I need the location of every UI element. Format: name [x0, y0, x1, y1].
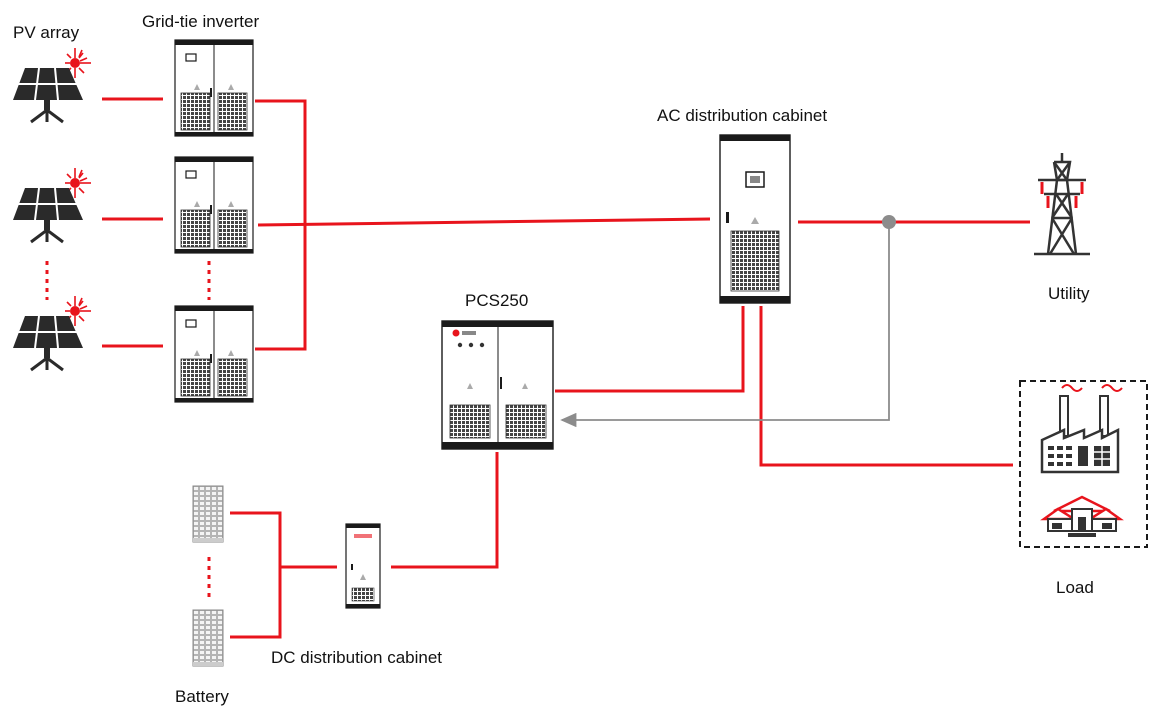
grid-tie-inverter-label: Grid-tie inverter: [142, 12, 260, 31]
inverter-cabinet-icon: [174, 39, 254, 137]
solar-panel-icon: [11, 46, 93, 124]
dc-distribution-cabinet-label: DC distribution cabinet: [271, 648, 443, 667]
ac-distribution-cabinet-label: AC distribution cabinet: [657, 106, 828, 125]
signal-line: [560, 222, 890, 428]
battery-rack-icon: [192, 485, 224, 543]
battery-rack-icon: [192, 609, 224, 667]
load-box: [1019, 380, 1148, 548]
battery-label: Battery: [175, 687, 229, 706]
utility-label: Utility: [1048, 284, 1090, 303]
power-lines: [102, 97, 1030, 639]
inverter-cabinet-icon: [174, 156, 254, 254]
factory-icon: [1040, 384, 1123, 474]
transmission-tower-icon: [1034, 153, 1090, 256]
inverter-cabinet-icon: [174, 305, 254, 403]
dc-cabinet-icon: [345, 523, 381, 609]
continuation-dots: [45, 261, 211, 597]
solar-panel-icon: [11, 166, 93, 244]
signal-node: [882, 215, 896, 229]
pcs250-label: PCS250: [465, 291, 529, 310]
pcs-cabinet-icon: [441, 320, 554, 450]
house-icon: [1040, 495, 1124, 537]
solar-panel-icon: [11, 294, 93, 372]
ac-cabinet-icon: [719, 134, 791, 304]
pv-array-label: PV array: [13, 23, 80, 42]
load-label: Load: [1056, 578, 1094, 597]
